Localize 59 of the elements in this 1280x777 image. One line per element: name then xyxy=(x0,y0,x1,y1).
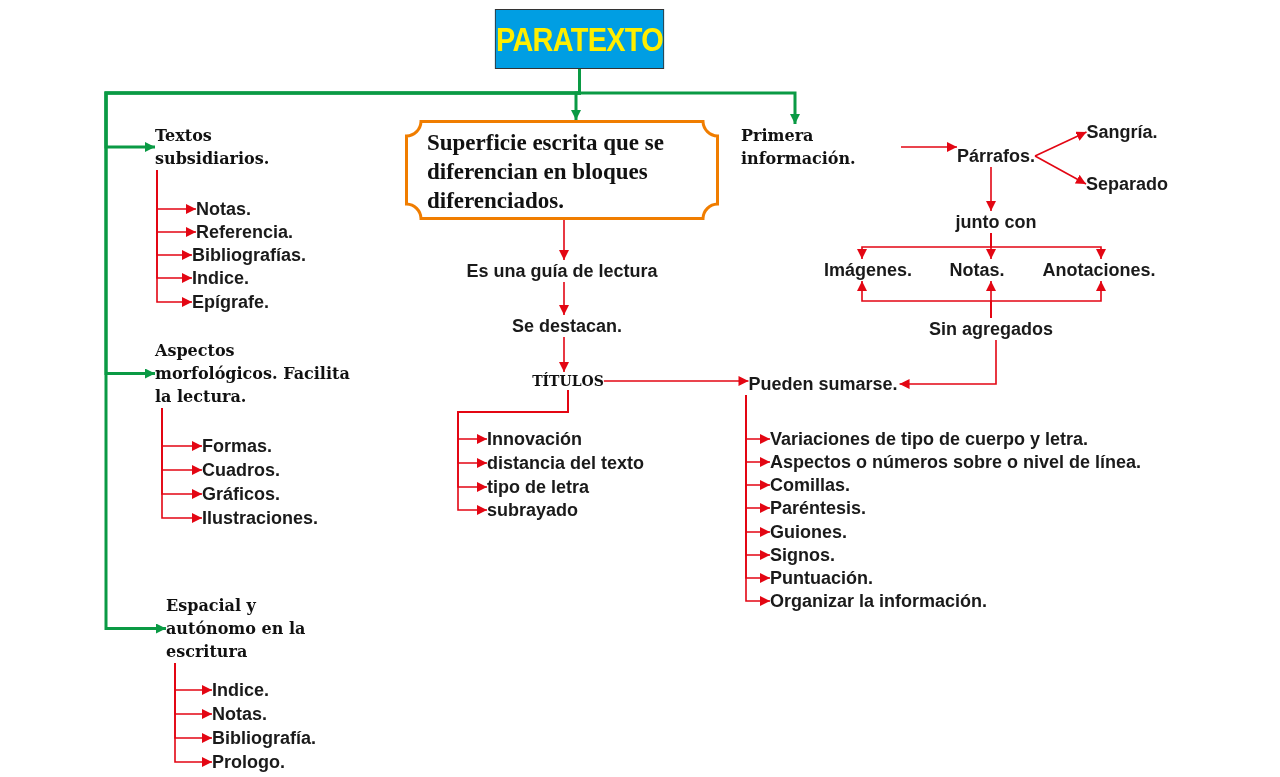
concept-label: Puntuación. xyxy=(770,567,873,589)
concept-label: junto con xyxy=(955,211,1037,233)
arrow xyxy=(559,336,569,373)
arrow xyxy=(603,376,750,386)
concept-label: Sangría. xyxy=(1086,121,1158,143)
concept-label: Párrafos. xyxy=(957,145,1035,167)
concept-label: Formas. xyxy=(202,435,273,457)
concept-label: Notas. xyxy=(196,198,251,220)
concept-label: Separado xyxy=(1086,173,1168,195)
concept-label: Guiones. xyxy=(770,521,847,543)
concept-label: Sin agregados xyxy=(929,318,1053,340)
concept-label: Indice. xyxy=(192,267,249,289)
concept-label: subrayado xyxy=(487,499,579,521)
arrow xyxy=(578,69,800,124)
concept-label: Notas. xyxy=(212,703,267,725)
concept-label: Es una guía de lectura xyxy=(466,260,658,282)
arrow xyxy=(559,281,569,316)
concept-label: Indice. xyxy=(212,679,269,701)
arrow xyxy=(990,280,1106,319)
concept-label: Epígrafe. xyxy=(192,291,270,313)
arrow xyxy=(457,389,569,515)
arrow xyxy=(156,169,193,307)
heading-text: Espacial y autónomo en la escritura xyxy=(166,594,336,663)
heading-text: Textos subsidiarios. xyxy=(155,124,305,170)
concept-label: Notas. xyxy=(949,259,1005,281)
concept-label: Se destacan. xyxy=(511,315,623,337)
concept-label: Paréntesis. xyxy=(770,497,867,519)
arrow xyxy=(559,219,569,261)
concept-label: Prologo. xyxy=(212,751,285,773)
concept-label: Comillas. xyxy=(770,474,851,496)
concept-label: TÍTULOS xyxy=(532,372,604,390)
concept-label: Aspectos o números sobre o nivel de línea. xyxy=(770,451,1142,473)
heading-text: Primera información. xyxy=(741,124,901,170)
arrow xyxy=(990,232,1106,260)
arrow xyxy=(161,407,203,523)
arrow xyxy=(1034,131,1088,157)
arrow xyxy=(1034,155,1087,185)
concept-label: Bibliografía. xyxy=(212,727,316,749)
arrow xyxy=(986,166,996,212)
concept-label: distancia del texto xyxy=(487,452,645,474)
concept-label: Ilustraciones. xyxy=(202,507,319,529)
scalloped-box: Superficie escrita que se diferencian en bloques diferenciados. xyxy=(405,120,719,220)
concept-label: Anotaciones. xyxy=(1042,259,1156,281)
concept-label: Referencia. xyxy=(196,221,294,243)
concept-label: Innovación xyxy=(487,428,582,450)
concept-label: Cuadros. xyxy=(202,459,280,481)
arrow xyxy=(898,339,997,389)
concept-label: Imágenes. xyxy=(824,259,912,281)
concept-label: Organizar la información. xyxy=(770,590,988,612)
concept-label: tipo de letra xyxy=(487,476,589,498)
concept-label: Bibliografías. xyxy=(192,244,307,266)
concept-label: Gráficos. xyxy=(202,483,281,505)
title-box: PARATEXTO xyxy=(494,9,665,69)
arrow xyxy=(174,662,213,767)
concept-label: Signos. xyxy=(770,544,835,566)
concept-label: Pueden sumarse. xyxy=(748,373,898,395)
heading-text: Aspectos morfológicos. Facilita la lectura. xyxy=(155,339,360,408)
concept-label: Variaciones de tipo de cuerpo y letra. xyxy=(770,428,1089,450)
arrow xyxy=(900,142,958,152)
